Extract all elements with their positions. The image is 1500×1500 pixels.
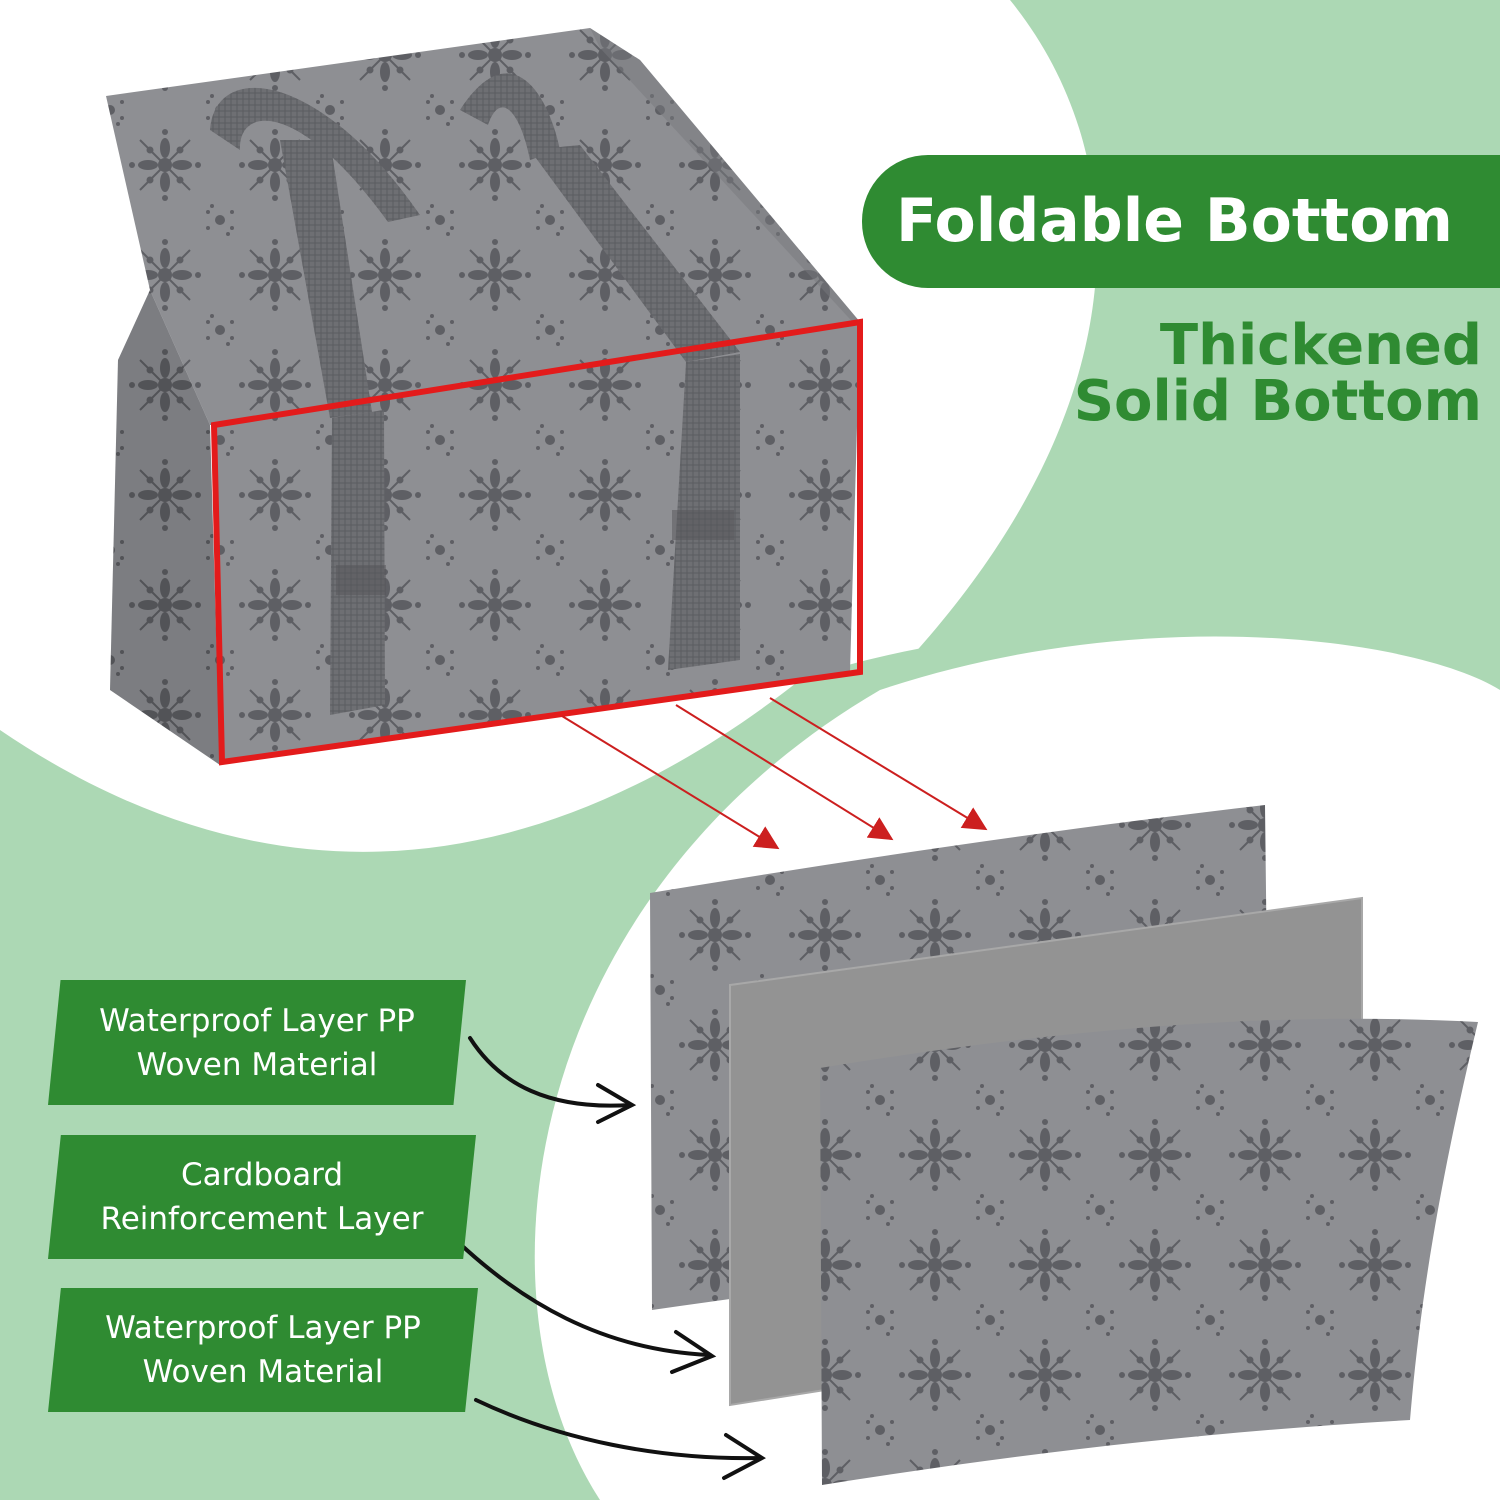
bag-handle-front — [460, 73, 560, 160]
black-pointer-arrows — [456, 1036, 766, 1480]
exploded-bottom-layers — [650, 805, 1478, 1485]
bag-strap-left-lower — [330, 410, 385, 715]
curved-arrow-icon — [468, 1036, 632, 1108]
subtitle-line-1: Thickened — [1159, 313, 1482, 378]
bottom-highlight-outline — [210, 318, 863, 766]
label-line: Waterproof Layer PP — [99, 1002, 415, 1039]
red-pointer-arrows — [561, 697, 988, 850]
label-line: Woven Material — [136, 1046, 378, 1083]
label-line: Waterproof Layer PP — [105, 1310, 421, 1346]
bag-strap-right — [530, 145, 740, 362]
layer-label-waterproof-top: Waterproof Layer PP Woven Material — [48, 980, 466, 1105]
red-arrow-icon — [561, 715, 780, 850]
bag-handle-back — [210, 87, 420, 222]
label-line: Woven Material — [142, 1354, 384, 1390]
red-arrow-icon — [675, 704, 894, 841]
tote-bag-illustration — [106, 28, 863, 766]
label-line: Cardboard — [180, 1157, 344, 1193]
layer-label-cardboard: Cardboard Reinforcement Layer — [48, 1135, 476, 1259]
layer-label-waterproof-bottom: Waterproof Layer PP Woven Material — [48, 1288, 478, 1412]
curved-arrow-icon — [474, 1398, 762, 1461]
thickened-solid-bottom-heading: Thickened Solid Bottom — [922, 318, 1482, 430]
layer-bottom-waterproof — [820, 1018, 1478, 1485]
foldable-bottom-badge: Foldable Bottom — [862, 155, 1500, 288]
curved-arrow-icon — [456, 1240, 712, 1357]
subtitle-line-2: Solid Bottom — [1073, 369, 1482, 434]
bag-strap-left — [280, 140, 372, 418]
bag-side-panel — [110, 290, 220, 765]
label-line: Reinforcement Layer — [100, 1201, 424, 1237]
red-arrow-icon — [769, 697, 988, 831]
